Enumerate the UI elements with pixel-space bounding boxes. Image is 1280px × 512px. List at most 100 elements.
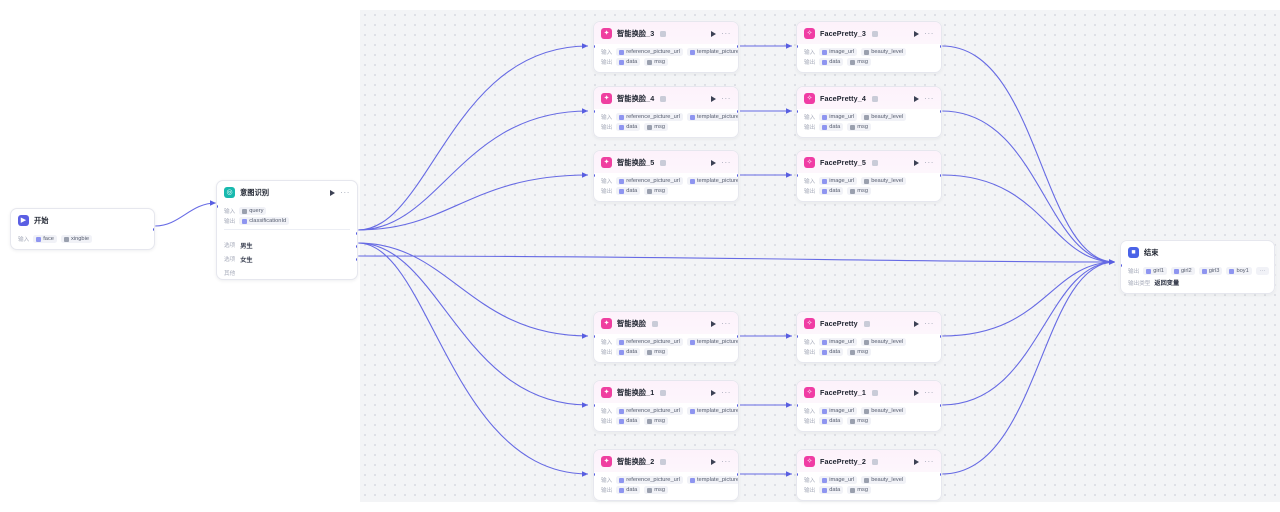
output-port[interactable] xyxy=(736,109,738,114)
chip-image-url[interactable]: image_url xyxy=(819,476,858,484)
chip-data[interactable]: data xyxy=(819,58,844,66)
chip-beauty-level[interactable]: beauty_level xyxy=(861,48,907,56)
more-options-icon[interactable]: ··· xyxy=(924,318,934,328)
chip-msg[interactable]: msg xyxy=(847,123,872,131)
chip-template-picture-url[interactable]: template_picture_url xyxy=(686,407,738,415)
input-port[interactable] xyxy=(594,44,596,49)
output-port[interactable] xyxy=(736,403,738,408)
chip-template-picture-url[interactable]: template_picture_url xyxy=(686,48,738,56)
more-options-icon[interactable]: ··· xyxy=(924,157,934,167)
chip-template-picture-url[interactable]: template_picture_url xyxy=(686,338,738,346)
node-intent-recognition[interactable]: ◎ 意图识别 ··· 输入 query 输出 classificationId … xyxy=(216,180,358,280)
node-face-pretty-2[interactable]: ✧ FacePretty_2 ··· 输入 image_url beauty_l… xyxy=(796,449,942,501)
chip-query[interactable]: query xyxy=(239,207,267,215)
input-port[interactable] xyxy=(797,334,799,339)
start-output-port[interactable] xyxy=(152,227,154,232)
node-face-pretty-4[interactable]: ✧ FacePretty_4 ··· 输入 image_url beauty_l… xyxy=(796,86,942,138)
node-face-pretty-3[interactable]: ✧ FacePretty_3 ··· 输入 image_url beauty_l… xyxy=(796,21,942,73)
chip-data[interactable]: data xyxy=(616,417,641,425)
chip-beauty-level[interactable]: beauty_level xyxy=(861,476,907,484)
chip-msg[interactable]: msg xyxy=(644,486,669,494)
chip-msg[interactable]: msg xyxy=(847,417,872,425)
run-icon[interactable] xyxy=(711,30,717,37)
chip-classificationid[interactable]: classificationId xyxy=(239,217,290,225)
chip-msg[interactable]: msg xyxy=(644,187,669,195)
chip-data[interactable]: data xyxy=(819,486,844,494)
node-face-swap-2[interactable]: ✦ 智能换脸_2 ··· 输入 reference_picture_url te… xyxy=(593,449,739,501)
chip-face[interactable]: face xyxy=(33,235,57,243)
chip-msg[interactable]: msg xyxy=(847,187,872,195)
output-port[interactable] xyxy=(736,472,738,477)
output-port[interactable] xyxy=(939,173,941,178)
chip-reference-picture-url[interactable]: reference_picture_url xyxy=(616,177,683,185)
run-icon[interactable] xyxy=(711,458,717,465)
chip-girl3[interactable]: girl3 xyxy=(1198,267,1223,275)
intent-output-port-other[interactable] xyxy=(355,257,357,262)
node-start[interactable]: ▶ 开始 输入 face xingbie xyxy=(10,208,155,250)
chip-data[interactable]: data xyxy=(616,348,641,356)
chip-reference-picture-url[interactable]: reference_picture_url xyxy=(616,338,683,346)
output-port[interactable] xyxy=(939,472,941,477)
chip-image-url[interactable]: image_url xyxy=(819,177,858,185)
node-face-swap-1[interactable]: ✦ 智能换脸_1 ··· 输入 reference_picture_url te… xyxy=(593,380,739,432)
intent-branch-girl[interactable]: 选项 女生 xyxy=(217,252,357,266)
run-icon[interactable] xyxy=(711,389,717,396)
chip-template-picture-url[interactable]: template_picture_url xyxy=(686,476,738,484)
run-icon[interactable] xyxy=(914,159,920,166)
node-face-pretty-1[interactable]: ✧ FacePretty_1 ··· 输入 image_url beauty_l… xyxy=(796,380,942,432)
chip-msg[interactable]: msg xyxy=(847,348,872,356)
chip-image-url[interactable]: image_url xyxy=(819,338,858,346)
more-options-icon[interactable]: ··· xyxy=(340,187,350,197)
more-options-icon[interactable]: ··· xyxy=(721,318,731,328)
chip-girl2[interactable]: girl2 xyxy=(1170,267,1195,275)
chip-msg[interactable]: msg xyxy=(847,58,872,66)
more-options-icon[interactable]: ··· xyxy=(721,157,731,167)
chip-image-url[interactable]: image_url xyxy=(819,48,858,56)
chip-data[interactable]: data xyxy=(616,123,641,131)
input-port[interactable] xyxy=(797,173,799,178)
node-face-swap-4[interactable]: ✦ 智能换脸_4 ··· 输入 reference_picture_url te… xyxy=(593,86,739,138)
end-input-port[interactable] xyxy=(1121,263,1123,268)
node-face-swap-5[interactable]: ✦ 智能换脸_5 ··· 输入 reference_picture_url te… xyxy=(593,150,739,202)
run-icon[interactable] xyxy=(711,320,717,327)
intent-output-port-girl[interactable] xyxy=(355,244,357,249)
chip-boy1[interactable]: boy1 xyxy=(1226,267,1252,275)
more-options-icon[interactable]: ··· xyxy=(721,93,731,103)
node-face-swap-3[interactable]: ✦ 智能换脸_3 ··· 输入 reference_picture_url te… xyxy=(593,21,739,73)
output-port[interactable] xyxy=(939,44,941,49)
intent-output-port-boy[interactable] xyxy=(355,231,357,236)
node-face-pretty-5[interactable]: ✧ FacePretty_5 ··· 输入 image_url beauty_l… xyxy=(796,150,942,202)
input-port[interactable] xyxy=(594,403,596,408)
run-icon[interactable] xyxy=(914,95,920,102)
output-port[interactable] xyxy=(736,44,738,49)
chip-reference-picture-url[interactable]: reference_picture_url xyxy=(616,48,683,56)
output-port[interactable] xyxy=(939,403,941,408)
more-options-icon[interactable]: ··· xyxy=(721,28,731,38)
run-icon[interactable] xyxy=(914,389,920,396)
node-end[interactable]: ■ 结束 输出 girl1 girl2 girl3 boy1 ··· 输出类型 … xyxy=(1120,240,1275,294)
chip-image-url[interactable]: image_url xyxy=(819,113,858,121)
output-port[interactable] xyxy=(736,173,738,178)
intent-input-port[interactable] xyxy=(217,204,219,209)
run-icon[interactable] xyxy=(914,30,920,37)
chip-data[interactable]: data xyxy=(616,187,641,195)
chip-beauty-level[interactable]: beauty_level xyxy=(861,407,907,415)
chip-reference-picture-url[interactable]: reference_picture_url xyxy=(616,113,683,121)
run-icon[interactable] xyxy=(914,320,920,327)
chip-template-picture-url[interactable]: template_picture_url xyxy=(686,113,738,121)
input-port[interactable] xyxy=(797,109,799,114)
chip-template-picture-url[interactable]: template_picture_url xyxy=(686,177,738,185)
more-options-icon[interactable]: ··· xyxy=(721,456,731,466)
chip-image-url[interactable]: image_url xyxy=(819,407,858,415)
chip-reference-picture-url[interactable]: reference_picture_url xyxy=(616,407,683,415)
chip-overflow-more[interactable]: ··· xyxy=(1255,267,1270,275)
input-port[interactable] xyxy=(594,472,596,477)
chip-data[interactable]: data xyxy=(616,58,641,66)
chip-data[interactable]: data xyxy=(819,123,844,131)
more-options-icon[interactable]: ··· xyxy=(924,387,934,397)
chip-reference-picture-url[interactable]: reference_picture_url xyxy=(616,476,683,484)
input-port[interactable] xyxy=(797,403,799,408)
chip-xingbie[interactable]: xingbie xyxy=(60,235,92,243)
more-options-icon[interactable]: ··· xyxy=(924,456,934,466)
input-port[interactable] xyxy=(594,109,596,114)
